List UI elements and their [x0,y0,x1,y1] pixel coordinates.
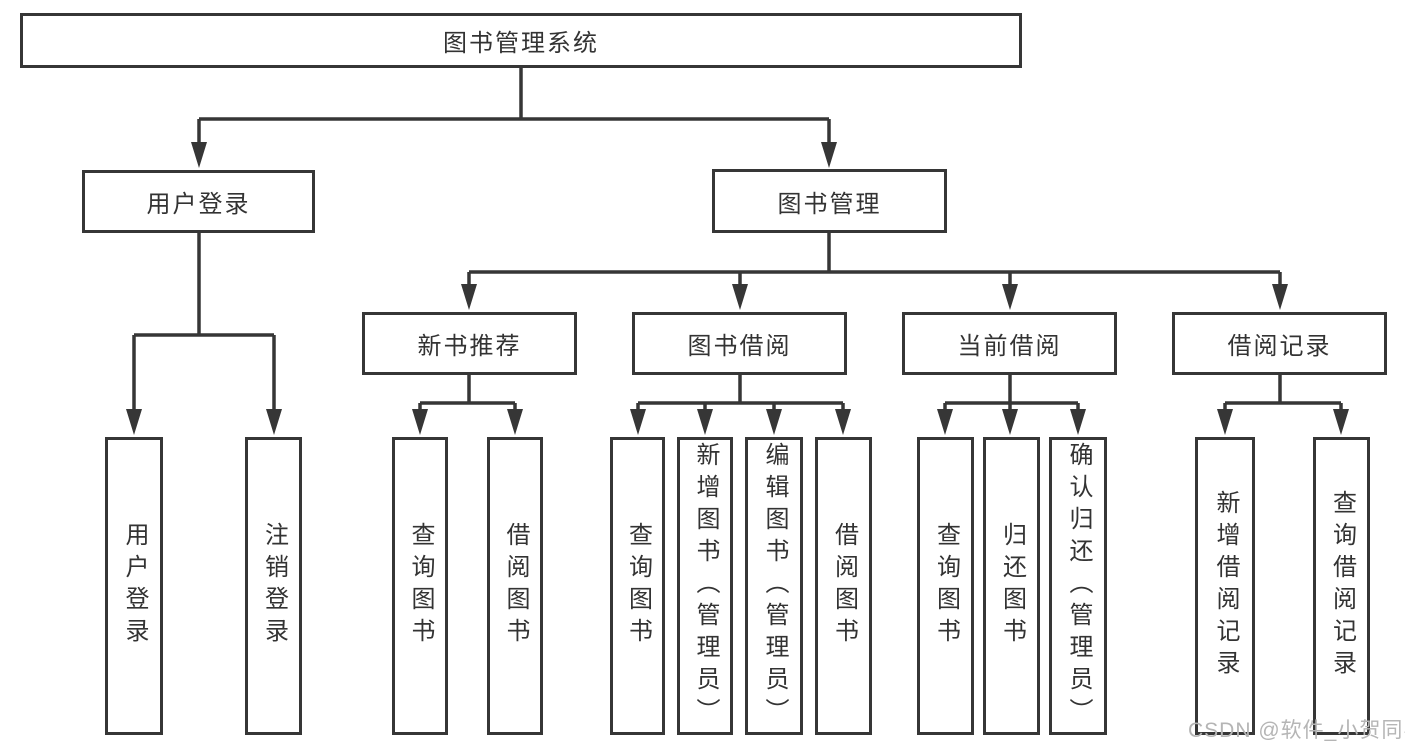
node-leaf-bb-borrow-books: 借阅图书 [815,437,872,735]
node-current-borrowing-label: 当前借阅 [957,333,1062,360]
node-leaf-nbr-borrow-books: 借阅图书 [487,437,543,735]
node-leaf-br-add-record-label: 新增借阅记录 [1212,490,1239,682]
node-borrowing-records: 借阅记录 [1172,312,1387,375]
node-book-management: 图书管理 [712,169,947,233]
node-leaf-cb-return-books-label: 归还图书 [998,522,1026,650]
node-new-book-recommend: 新书推荐 [362,312,577,375]
node-leaf-user-login-label: 用户登录 [121,522,148,650]
connector-root-branch [197,67,831,148]
node-leaf-bb-edit-books-admin: 编辑图书（管理员） [745,437,803,735]
node-leaf-cb-confirm-return-admin-label: 确认归还（管理员） [1065,442,1092,730]
node-leaf-cb-query-books-label: 查询图书 [932,522,960,650]
node-leaf-nbr-borrow-books-label: 借阅图书 [502,522,529,650]
node-leaf-bb-borrow-books-label: 借阅图书 [830,522,858,650]
node-leaf-cb-query-books: 查询图书 [917,437,974,735]
node-leaf-bb-add-books-admin: 新增图书（管理员） [677,437,733,735]
node-leaf-bb-query-books-label: 查询图书 [624,522,652,650]
node-leaf-br-query-record: 查询借阅记录 [1313,437,1370,735]
node-leaf-br-query-record-label: 查询借阅记录 [1328,490,1356,682]
connector-borrowing-records-branch [1223,375,1343,415]
node-book-borrowing: 图书借阅 [632,312,847,375]
node-user-login-label: 用户登录 [146,191,251,218]
node-leaf-nbr-query-books-label: 查询图书 [407,522,434,650]
node-current-borrowing: 当前借阅 [902,312,1117,375]
node-leaf-logout-label: 注销登录 [260,522,288,650]
node-root-system-label: 图书管理系统 [443,30,599,57]
csdn-watermark: CSDN @软件_小贺同学 [1188,719,1405,742]
node-new-book-recommend-label: 新书推荐 [417,333,522,360]
node-leaf-cb-return-books: 归还图书 [983,437,1040,735]
node-leaf-bb-query-books: 查询图书 [610,437,665,735]
node-user-login: 用户登录 [82,170,315,233]
node-leaf-bb-add-books-admin-label: 新增图书（管理员） [692,442,719,730]
node-leaf-logout: 注销登录 [245,437,302,735]
node-leaf-nbr-query-books: 查询图书 [392,437,448,735]
connector-book-management-branch [467,233,1282,290]
connector-user-login-branch [132,233,276,415]
node-leaf-br-add-record: 新增借阅记录 [1195,437,1255,735]
node-leaf-user-login: 用户登录 [105,437,163,735]
connector-book-borrowing-branch [636,375,845,415]
node-leaf-cb-confirm-return-admin: 确认归还（管理员） [1049,437,1107,735]
node-leaf-bb-edit-books-admin-label: 编辑图书（管理员） [761,442,788,730]
connector-current-borrowing-branch [943,375,1080,415]
node-root-system: 图书管理系统 [20,13,1022,68]
node-book-management-label: 图书管理 [777,190,882,218]
node-borrowing-records-label: 借阅记录 [1227,333,1332,360]
connector-new-book-recommend-branch [418,375,517,415]
node-book-borrowing-label: 图书借阅 [687,333,792,360]
